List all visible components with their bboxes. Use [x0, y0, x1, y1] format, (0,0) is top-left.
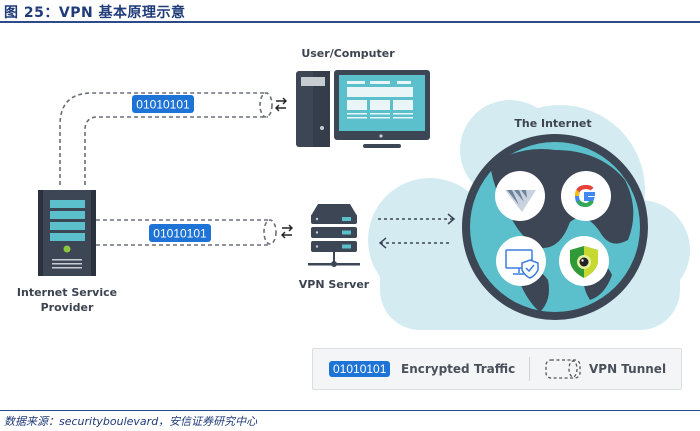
- legend-encrypted-sample: 01010101: [329, 361, 391, 377]
- vpn-brand-logo-icon: [495, 171, 545, 221]
- vpn-server-label: VPN Server: [299, 278, 370, 291]
- tunnel-isp-vpn: [96, 219, 277, 246]
- server-rack-icon: [308, 204, 360, 267]
- tunnel-user-isp: [59, 92, 273, 185]
- legend-tunnel-label: VPN Tunnel: [589, 362, 667, 376]
- title-divider: [0, 21, 700, 23]
- flow-arrow-inbound: [378, 237, 452, 249]
- footer-divider: [0, 410, 700, 411]
- internet-label: The Internet: [514, 117, 591, 130]
- binary-badge-top: [132, 95, 194, 113]
- tunnel-icon: [545, 359, 581, 379]
- monitor-shield-icon: [496, 236, 546, 286]
- eye-shield-icon: [559, 236, 609, 286]
- exchange-arrows-icon-top: [275, 97, 287, 112]
- desktop-computer-icon: [296, 70, 430, 148]
- binary-text-mid: 01010101: [153, 227, 207, 241]
- binary-badge-mid: [149, 224, 211, 242]
- flow-arrow-outbound: [378, 213, 456, 225]
- binary-text-top: 01010101: [136, 98, 190, 112]
- isp-label-line1: Internet Service: [17, 286, 117, 299]
- figure-title: 图 25：VPN 基本原理示意: [4, 5, 186, 21]
- globe-icon: [462, 134, 648, 320]
- server-tower-icon: [38, 190, 96, 276]
- user-computer-label: User/Computer: [301, 47, 395, 60]
- figure-source: 数据来源：securityboulevard，安信证券研究中心: [4, 415, 258, 428]
- legend-encrypted-label: Encrypted Traffic: [401, 362, 516, 376]
- legend-divider: [529, 357, 530, 381]
- isp-label-line2: Provider: [41, 301, 94, 314]
- exchange-arrows-icon-mid: [281, 224, 293, 239]
- legend: 01010101 Encrypted Traffic VPN Tunnel: [312, 348, 682, 390]
- google-logo-icon: [561, 171, 611, 221]
